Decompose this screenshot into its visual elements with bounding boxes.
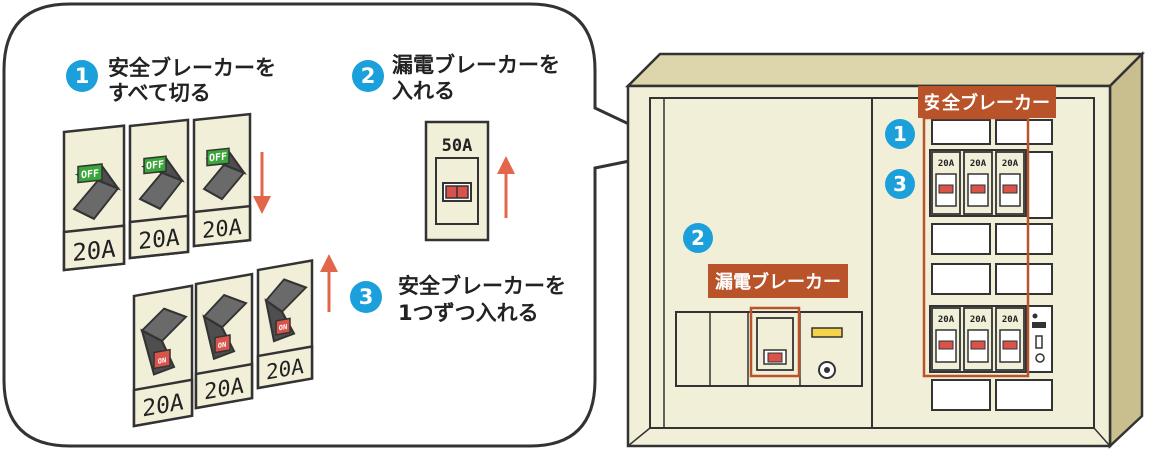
safety-highlight — [922, 116, 1030, 378]
switch-rating: 20A — [138, 225, 180, 255]
main-breaker-block — [675, 311, 863, 387]
svg-text:ON: ON — [279, 322, 287, 332]
on-indicator-icon — [275, 317, 291, 336]
off-indicator-icon — [206, 147, 230, 167]
on-indicator-icon — [153, 348, 171, 370]
on-switch-1: ON 20A — [132, 284, 194, 428]
up-arrow-icon — [497, 156, 515, 218]
leakage-breaker-closeup: 50A — [424, 120, 490, 242]
step2-number: 2 — [361, 64, 376, 88]
step2-badge — [352, 60, 384, 92]
svg-text:OFF: OFF — [209, 152, 227, 165]
off-indicator-icon — [143, 155, 167, 175]
svg-text:1: 1 — [893, 122, 907, 146]
off-switch-2: OFF 20A — [128, 118, 190, 260]
on-switch-3: ON 20A — [256, 259, 314, 390]
step2-heading: 2 漏電ブレーカーを 入れる — [352, 53, 560, 103]
step3-badge — [350, 281, 382, 313]
svg-text:3: 3 — [893, 172, 907, 196]
step1-number: 1 — [75, 64, 90, 88]
svg-text:安全ブレーカー: 安全ブレーカー — [924, 92, 1050, 114]
test-button-icon — [811, 327, 843, 338]
step2-line2: 入れる — [392, 79, 455, 103]
panel-marker-2: 2 — [683, 223, 713, 253]
up-arrow-icon — [320, 254, 338, 312]
leakage-highlight — [749, 306, 801, 378]
svg-text:ON: ON — [218, 340, 226, 350]
safety-breaker-group-bottom: 20A 20A 20A — [929, 305, 1027, 373]
switch-rating: 20A — [72, 235, 116, 268]
off-switch-1: OFF 20A — [62, 124, 126, 272]
on-indicator-icon — [214, 334, 231, 354]
step3-line2: 1つずつ入れる — [398, 301, 539, 325]
safety-breaker-group-top: 20A 20A 20A — [929, 149, 1027, 217]
svg-text:OFF: OFF — [146, 159, 164, 172]
step3-heading: 3 安全ブレーカーを 1つずつ入れる — [350, 274, 566, 325]
svg-text:ON: ON — [158, 355, 166, 365]
panel-marker-3: 3 — [885, 169, 915, 199]
mini-rating: 20A — [938, 159, 955, 169]
leakage-breaker-tag: 漏電ブレーカー — [708, 264, 848, 298]
panel-leakage-toggle-icon — [767, 352, 783, 363]
off-switch-3: OFF 20A — [192, 112, 252, 248]
panel-small-device — [1027, 305, 1053, 373]
step3-line1: 安全ブレーカーを — [398, 274, 566, 298]
step2-line1: 漏電ブレーカーを — [392, 53, 560, 77]
svg-text:2: 2 — [691, 226, 705, 250]
svg-text:OFF: OFF — [81, 168, 99, 181]
step1-line2: すべて切る — [108, 81, 211, 105]
on-switch-2: ON 20A — [194, 272, 254, 410]
switch-rating: 20A — [202, 215, 242, 244]
step1-badge — [66, 60, 98, 92]
safety-breaker-tag: 安全ブレーカー — [918, 86, 1056, 118]
mini-rating: 20A — [1002, 159, 1019, 169]
step1-line1: 安全ブレーカーを — [108, 56, 276, 80]
down-arrow-icon — [253, 152, 271, 214]
mini-rating: 20A — [1002, 315, 1019, 325]
off-indicator-icon — [77, 163, 103, 184]
svg-text:漏電ブレーカー: 漏電ブレーカー — [715, 271, 841, 293]
mini-rating: 20A — [970, 159, 987, 169]
mini-rating: 20A — [938, 315, 955, 325]
mini-rating: 20A — [970, 315, 987, 325]
step1-heading: 1 安全ブレーカーを すべて切る — [66, 56, 276, 105]
panel-slots — [931, 119, 1053, 411]
leakage-rating: 50A — [442, 136, 473, 156]
panel-marker-1: 1 — [885, 119, 915, 149]
step3-number: 3 — [359, 285, 374, 309]
